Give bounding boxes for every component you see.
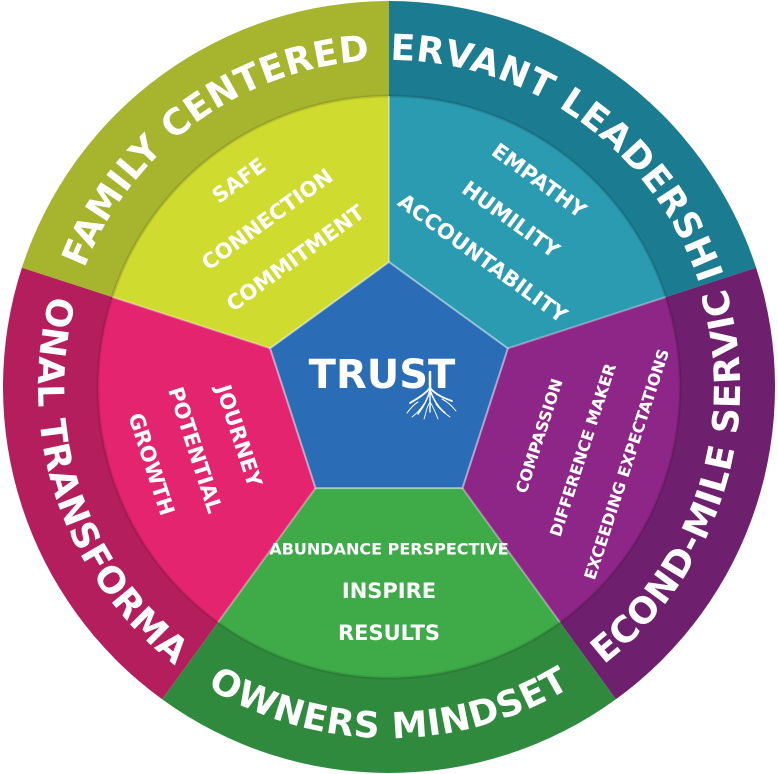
tree-roots-icon (406, 370, 457, 420)
divider-line (217, 487, 317, 624)
inner-item: RESULTS (338, 621, 440, 645)
inner-item: ABUNDANCE PERSPECTIVE (269, 540, 508, 559)
divider-line (111, 296, 271, 350)
divider-line (461, 487, 561, 624)
segment-dividers (111, 96, 667, 624)
divider-line (507, 296, 667, 350)
trust-pentagon (268, 260, 510, 490)
ring-divider-outer (96, 94, 682, 680)
owners-mindset-inner-segment (217, 387, 561, 679)
owners-mindset-items: RESULTS INSPIRE ABUNDANCE PERSPECTIVE (269, 540, 508, 646)
inner-item: INSPIRE (342, 579, 436, 603)
